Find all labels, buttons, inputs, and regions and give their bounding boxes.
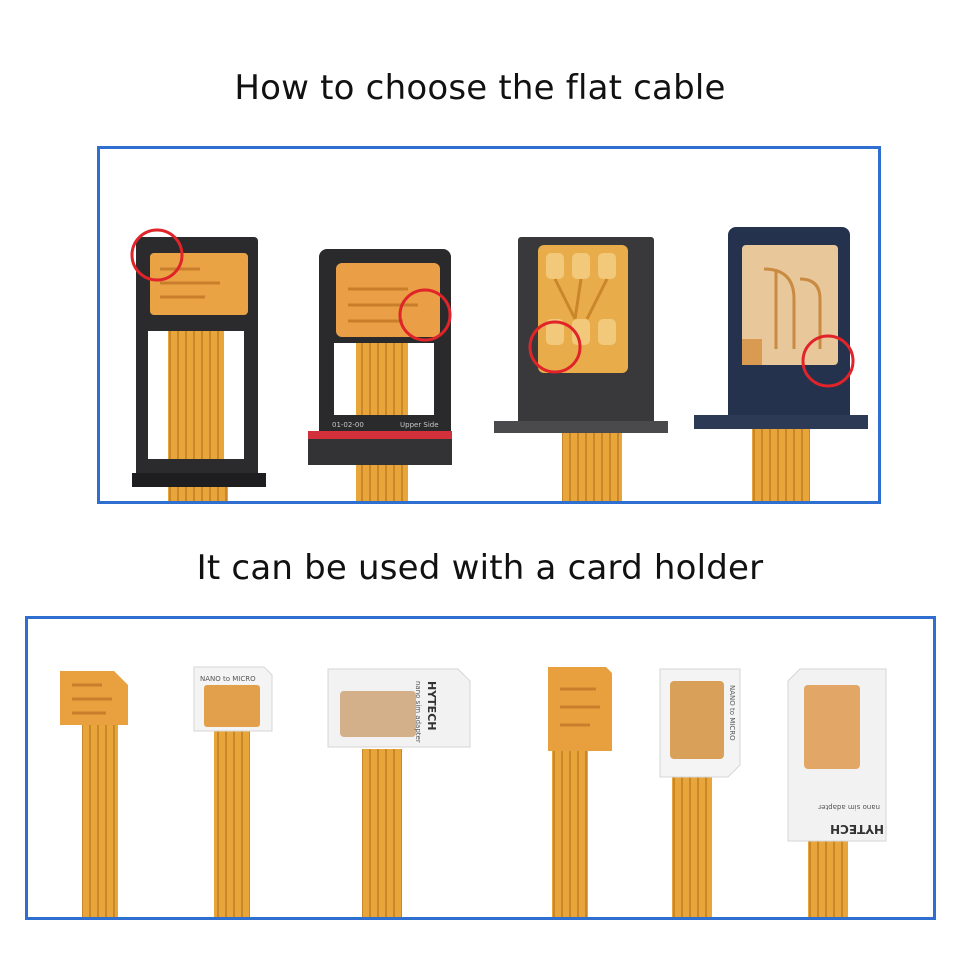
sim-tray-2: 01-02-00 Upper Side [308, 249, 452, 501]
tray-examples-illustration: 01-02-00 Upper Side [130, 227, 868, 501]
tray-code-label: 01-02-00 [332, 421, 364, 429]
red-circle-marker [528, 320, 582, 374]
adapter-examples-illustration: NANO to MICRO HYTECH nano sim adapter NA… [60, 666, 887, 917]
red-circle-marker [130, 228, 184, 282]
flex-cable-hytech-adapter: HYTECH nano sim adapter [327, 668, 471, 917]
sim-tray-1 [130, 228, 266, 501]
adapter-brand-label: HYTECH [425, 681, 438, 730]
section-heading-card-holder: It can be used with a card holder [196, 548, 764, 588]
section-heading-choose-cable: How to choose the flat cable [234, 68, 726, 108]
adapter-examples-panel: NANO to MICRO HYTECH nano sim adapter NA… [25, 616, 936, 920]
adapter-label-nano-to-micro-2: NANO to MICRO [728, 685, 736, 741]
upper-side-label: Upper Side [400, 421, 439, 429]
red-circle-marker [801, 334, 855, 388]
flex-cable-nano-to-micro: NANO to MICRO [193, 666, 273, 917]
sim-tray-4 [694, 227, 868, 501]
sim-tray-3 [494, 237, 668, 501]
tray-examples-panel: 01-02-00 Upper Side [97, 146, 881, 504]
flex-cable-hytech-adapter-2: HYTECH nano sim adapter [787, 668, 887, 917]
adapter-brand-label-2: HYTECH [830, 822, 884, 836]
adapter-label-nano-to-micro: NANO to MICRO [200, 675, 256, 683]
flex-cable-nano [60, 671, 128, 917]
red-circle-marker [398, 288, 452, 342]
flex-cable-nano-2 [548, 667, 612, 917]
flex-cable-nano-to-micro-2: NANO to MICRO [659, 668, 741, 917]
adapter-subtitle-label-2: nano sim adapter [818, 803, 880, 811]
adapter-subtitle-label: nano sim adapter [414, 681, 422, 743]
